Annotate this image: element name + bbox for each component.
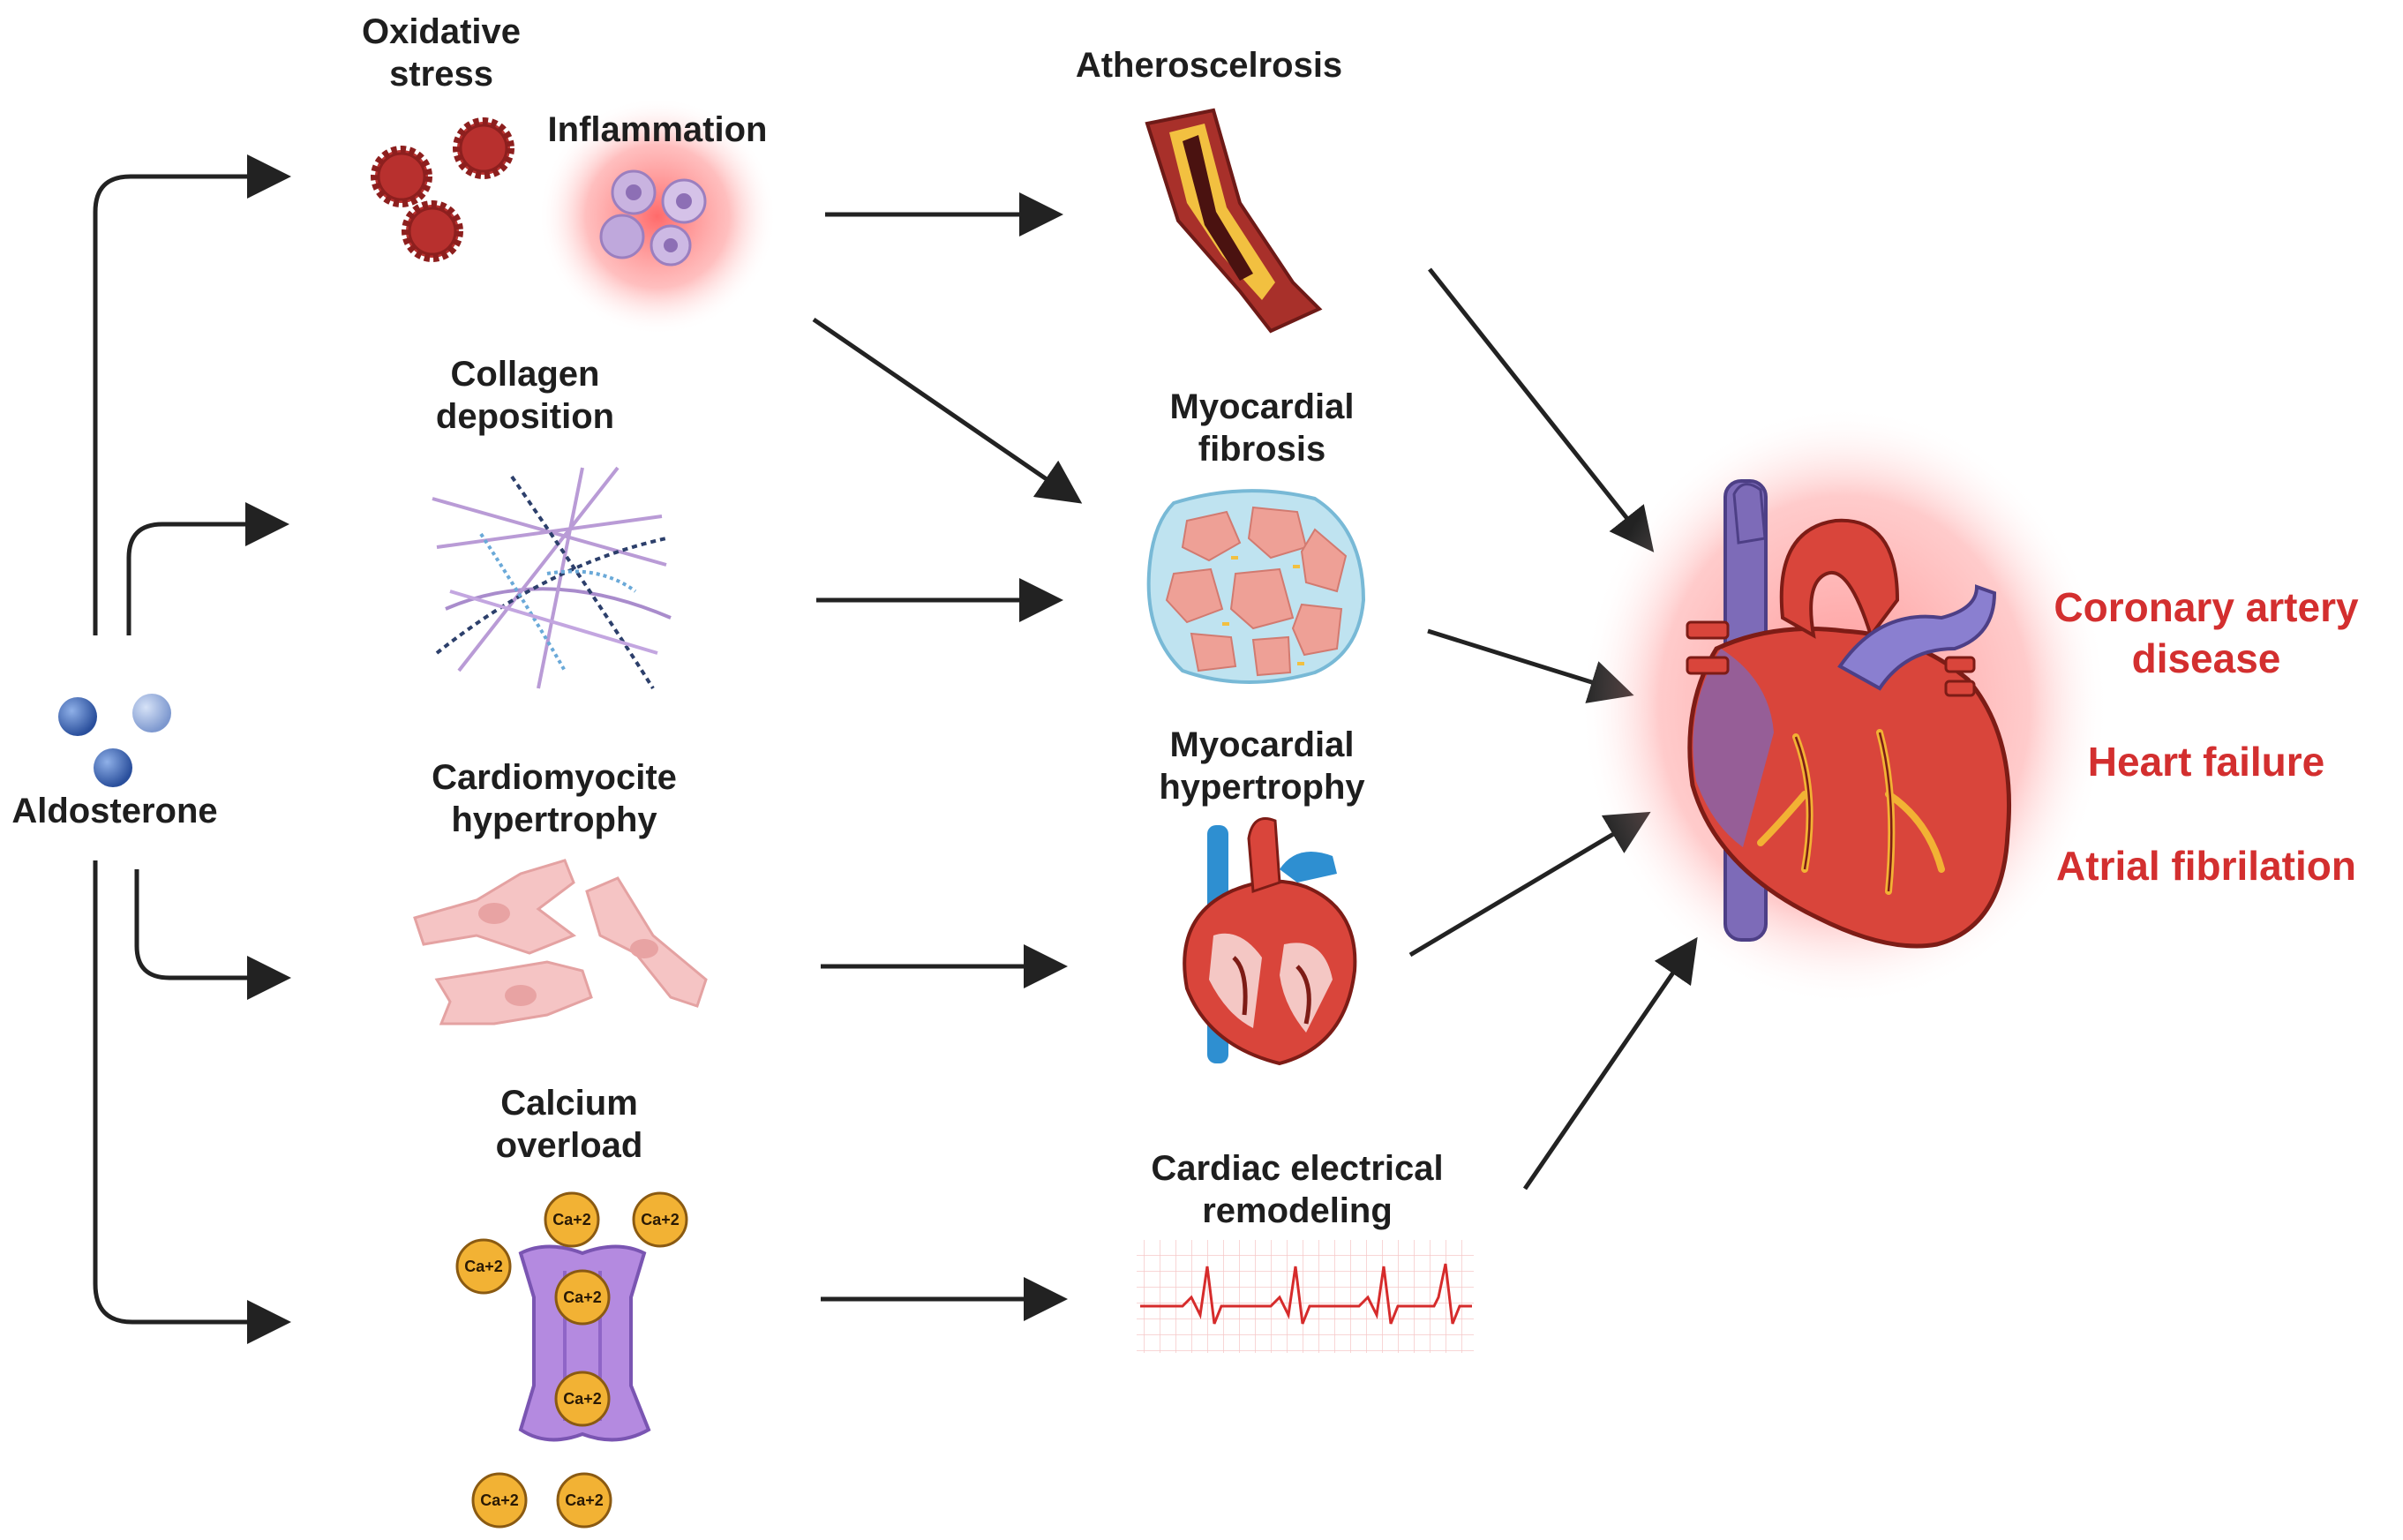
calcium-ion-label: Ca+2 <box>641 1211 680 1228</box>
calcium-ion-icon <box>471 1472 528 1529</box>
calcium-ion-icon <box>544 1191 600 1248</box>
calcium-ion-label: Ca+2 <box>563 1390 602 1408</box>
arrow-inflammation-to-fibrosis <box>812 317 1083 504</box>
calcium-ion-icon <box>554 1269 611 1326</box>
calcium-ion-label: Ca+2 <box>464 1258 503 1275</box>
calcium-ion-label: Ca+2 <box>565 1491 604 1509</box>
ecg-trace-icon <box>1137 1240 1474 1353</box>
calcium-ion-label: Ca+2 <box>480 1491 519 1509</box>
aldosterone-branch-arrows <box>93 154 291 1344</box>
outcome-atrial-fibrillation: Atrial fibrilation <box>2056 843 2356 889</box>
aldosterone-molecules-icon <box>58 694 171 787</box>
collagen-deposition-label: Collagen deposition <box>435 355 615 436</box>
calcium-ion-label: Ca+2 <box>563 1288 602 1306</box>
mechanism-to-effect-arrows <box>812 192 1083 1321</box>
calcium-ions <box>455 1191 688 1529</box>
arrow-to-oxidative <box>93 154 291 635</box>
atherosclerosis-label: Atheroscelrosis <box>1075 46 1343 85</box>
cardiomyocyte-icon <box>413 859 708 1025</box>
calcium-ion-icon <box>556 1472 612 1529</box>
heart-icon <box>1580 406 2109 1006</box>
cardiomyocyte-hypertrophy-label: Cardiomyocite hypertrophy <box>432 758 677 839</box>
artery-plaque-icon <box>1145 108 1323 334</box>
outcome-coronary-artery-disease: Coronary artery disease <box>2054 584 2359 681</box>
fibrotic-tissue-icon <box>1146 489 1366 685</box>
calcium-ion-labels: Ca+2 Ca+2 Ca+2 Ca+2 Ca+2 Ca+2 Ca+2 <box>464 1211 680 1509</box>
calcium-overload-label: Calcium overload <box>495 1084 643 1165</box>
arrow-to-calcium <box>93 860 291 1344</box>
myocardial-fibrosis-label: Myocardial fibrosis <box>1169 387 1355 469</box>
ros-particle-icon <box>371 117 514 262</box>
arrow-to-cardiomyocyte <box>134 869 291 1000</box>
arrow-atherosclerosis-to-heart <box>1428 267 1655 552</box>
hypertrophic-heart-icon <box>1183 817 1357 1066</box>
oxidative-stress-label: Oxidative stress <box>361 12 522 94</box>
calcium-ion-label: Ca+2 <box>552 1211 591 1228</box>
aldosterone-label: Aldosterone <box>11 792 218 830</box>
immune-cell-icon <box>538 97 777 335</box>
myocardial-hypertrophy-label: Myocardial hypertrophy <box>1159 725 1365 807</box>
cardiac-electrical-remodeling-label: Cardiac electrical remodeling <box>1151 1149 1444 1230</box>
arrow-hypertrophy-to-heart <box>1408 811 1651 958</box>
inflammation-label: Inflammation <box>547 110 768 149</box>
collagen-fiber-icon <box>432 466 672 690</box>
calcium-ion-icon <box>554 1371 611 1427</box>
outcome-heart-failure: Heart failure <box>2087 739 2325 785</box>
arrow-to-collagen <box>126 502 289 635</box>
calcium-ion-icon <box>455 1238 512 1295</box>
calcium-ion-icon <box>632 1191 688 1248</box>
arrow-electrical-to-heart <box>1522 936 1698 1191</box>
